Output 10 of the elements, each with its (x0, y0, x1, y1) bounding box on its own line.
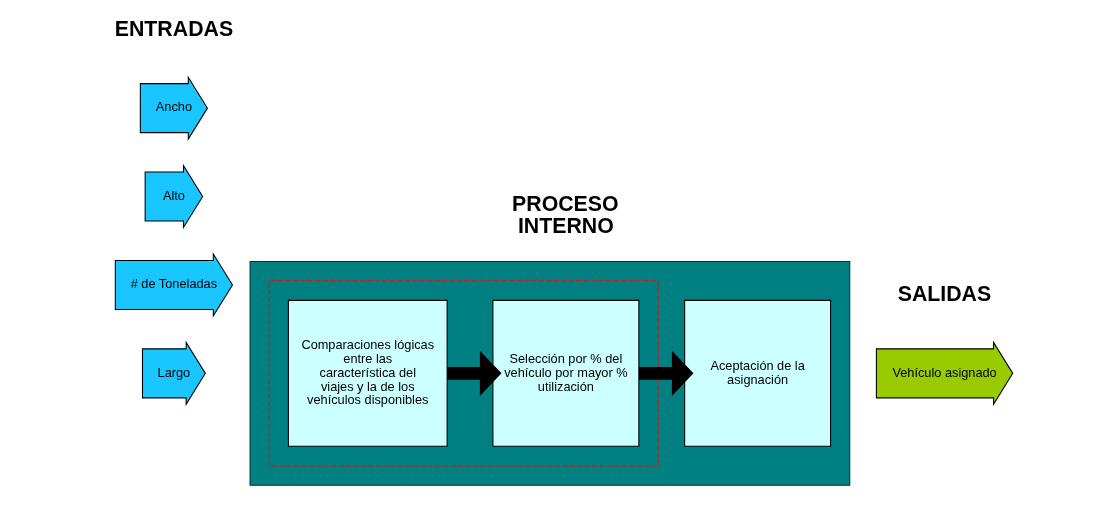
label: SALIDAS (897, 281, 992, 306)
cluster (268, 280, 659, 467)
label: ENTRADAS (114, 16, 234, 41)
label: PROCESO INTERNO (512, 192, 619, 238)
node-box: Selección por % del vehículo por mayor % utilización (492, 299, 640, 447)
node-box: Aceptación de la asignación (684, 299, 832, 447)
cluster (249, 261, 851, 486)
arrow (447, 350, 502, 397)
node-box: Comparaciones lógicas entre las característica del viajes y la de los vehículos disponibles (287, 299, 448, 447)
arrow (638, 350, 694, 397)
